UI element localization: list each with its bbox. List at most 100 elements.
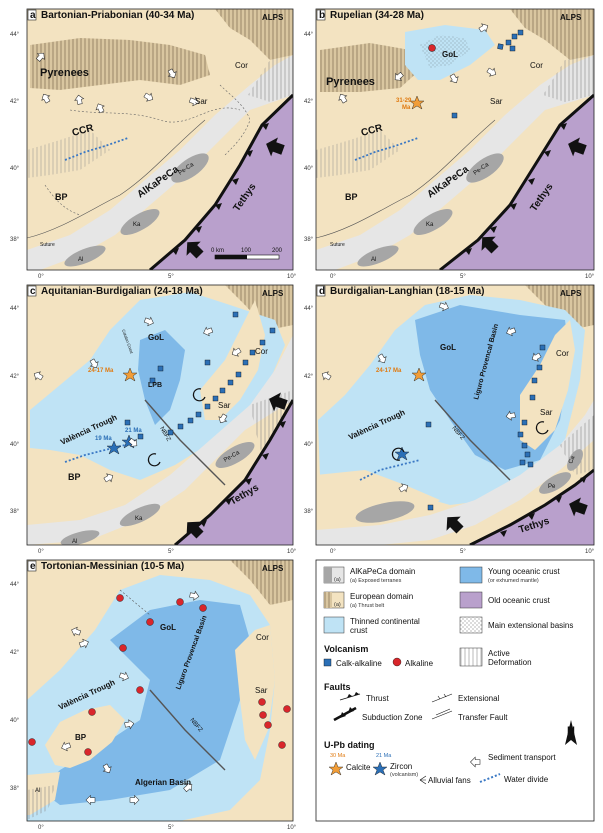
svg-text:100: 100	[241, 248, 252, 254]
svg-text:5°: 5°	[168, 274, 174, 280]
panel-e-title: Tortonian-Messinian (10-5 Ma)	[41, 561, 184, 572]
svg-text:Ka: Ka	[135, 516, 143, 522]
svg-text:Main extensional basins: Main extensional basins	[488, 621, 573, 630]
iberian-deformation	[27, 130, 110, 178]
suture-line	[27, 119, 206, 239]
svg-text:5°: 5°	[168, 825, 174, 831]
panel-d-title: Burdigalian-Langhian (18-15 Ma)	[330, 286, 484, 297]
legend-active-deformation: Active Deformation	[459, 647, 532, 667]
svg-text:Transfer Fault: Transfer Fault	[458, 713, 508, 722]
legend: (a) AlKaPeCa domain (a) Exposed terranes…	[315, 559, 595, 822]
svg-text:d: d	[319, 286, 325, 297]
svg-text:24-17 Ma: 24-17 Ma	[376, 368, 402, 374]
svg-text:21 Ma: 21 Ma	[376, 753, 392, 759]
svg-text:Cor: Cor	[530, 61, 543, 70]
svg-text:0°: 0°	[330, 274, 336, 280]
pyrenees-thrust-belt	[30, 38, 210, 90]
legend-sediment-transport: Sediment transport	[470, 753, 556, 768]
svg-text:c: c	[30, 286, 36, 297]
svg-text:30 Ma: 30 Ma	[330, 753, 346, 759]
al-terrane	[64, 245, 106, 267]
svg-text:0°: 0°	[38, 274, 44, 280]
svg-text:ALPS: ALPS	[560, 13, 582, 22]
svg-text:38°: 38°	[10, 786, 20, 792]
legend-alluvial-fans: Alluvial fans	[419, 775, 471, 785]
svg-text:Cor: Cor	[255, 347, 268, 356]
ka-terrane	[120, 209, 160, 235]
panel-c-title: Aquitanian-Burdigalian (24-18 Ma)	[41, 286, 203, 297]
svg-text:(or exhumed mantle): (or exhumed mantle)	[488, 578, 539, 584]
svg-text:40°: 40°	[10, 718, 20, 724]
svg-text:U-Pb dating: U-Pb dating	[324, 740, 375, 750]
coastline	[69, 107, 241, 123]
legend-volcanism-heading: Volcanism	[324, 644, 368, 654]
svg-text:N: N	[567, 725, 575, 737]
svg-text:42°: 42°	[10, 374, 20, 380]
svg-text:Thinned continental: Thinned continental	[350, 617, 420, 626]
svg-text:0°: 0°	[330, 549, 336, 555]
svg-text:38°: 38°	[10, 237, 20, 243]
svg-text:Thrust: Thrust	[366, 694, 389, 703]
svg-text:38°: 38°	[10, 509, 20, 515]
alpine-corsica-deformation	[248, 55, 293, 102]
svg-text:ALPS: ALPS	[262, 289, 284, 298]
panel-b: b Rupelian (34-28 Ma) ALPS Pyrenees CCR …	[304, 8, 595, 280]
svg-text:38°: 38°	[304, 237, 314, 243]
legend-thinned: Thinned continental crust	[323, 616, 420, 635]
alps-thrust-belt	[215, 9, 293, 60]
calk-alkaline-markers	[451, 29, 524, 119]
svg-text:(a): (a)	[334, 602, 341, 608]
svg-text:10°: 10°	[287, 274, 297, 280]
svg-text:40°: 40°	[304, 442, 314, 448]
svg-text:44°: 44°	[10, 306, 20, 312]
panel-a-letter: a	[30, 10, 36, 21]
pe-ca-terrane	[171, 153, 209, 183]
svg-text:200: 200	[272, 248, 283, 254]
svg-text:Water divide: Water divide	[504, 775, 549, 784]
suture-label: Suture	[40, 242, 55, 248]
svg-text:44°: 44°	[10, 32, 20, 38]
lpb-young-oceanic	[138, 330, 185, 425]
svg-text:Old oceanic crust: Old oceanic crust	[488, 596, 551, 605]
svg-text:24-17 Ma: 24-17 Ma	[88, 368, 114, 374]
svg-text:BP: BP	[75, 733, 87, 742]
svg-text:Calk-alkaline: Calk-alkaline	[336, 659, 382, 668]
bp-label: BP	[55, 192, 68, 202]
svg-text:GoL: GoL	[148, 333, 164, 342]
svg-text:LPB: LPB	[148, 382, 162, 389]
svg-text:Suture: Suture	[330, 242, 345, 248]
svg-text:ALPS: ALPS	[560, 289, 582, 298]
svg-text:5°: 5°	[460, 549, 466, 555]
legend-european: (a) European domain (a) Thrust belt	[323, 591, 413, 609]
svg-text:ALPS: ALPS	[262, 564, 284, 573]
calcite-date-marker	[409, 95, 425, 110]
cor-label: Cor	[235, 61, 248, 70]
svg-text:crust: crust	[350, 626, 368, 635]
ka-label: Ka	[133, 222, 141, 228]
svg-text:(a): (a)	[334, 577, 341, 583]
svg-text:Al: Al	[72, 539, 77, 545]
svg-text:Al: Al	[371, 257, 376, 263]
alkapeca-domain	[27, 55, 293, 270]
svg-text:Deformation: Deformation	[488, 658, 532, 667]
svg-text:AlKaPeCa domain: AlKaPeCa domain	[350, 567, 415, 576]
svg-text:BP: BP	[345, 192, 358, 202]
legend-young-oceanic: Young oceanic crust (or exhumed mantle)	[459, 566, 561, 584]
svg-text:Calcite: Calcite	[346, 763, 371, 772]
legend-old-oceanic: Old oceanic crust	[459, 591, 551, 609]
al-label: Al	[78, 257, 83, 263]
svg-text:Sar: Sar	[218, 401, 231, 410]
svg-text:Ca: Ca	[568, 455, 576, 465]
svg-text:Ka: Ka	[426, 222, 434, 228]
tethys-ocean	[150, 95, 293, 270]
legend-basins: Main extensional basins	[459, 616, 573, 634]
svg-text:Subduction Zone: Subduction Zone	[362, 713, 423, 722]
svg-text:44°: 44°	[304, 32, 314, 38]
svg-text:10°: 10°	[585, 274, 595, 280]
svg-text:38°: 38°	[304, 509, 314, 515]
svg-text:40°: 40°	[304, 166, 314, 172]
svg-text:GoL: GoL	[160, 623, 176, 632]
panel-b-title: Rupelian (34-28 Ma)	[330, 10, 424, 21]
svg-text:10°: 10°	[585, 549, 595, 555]
